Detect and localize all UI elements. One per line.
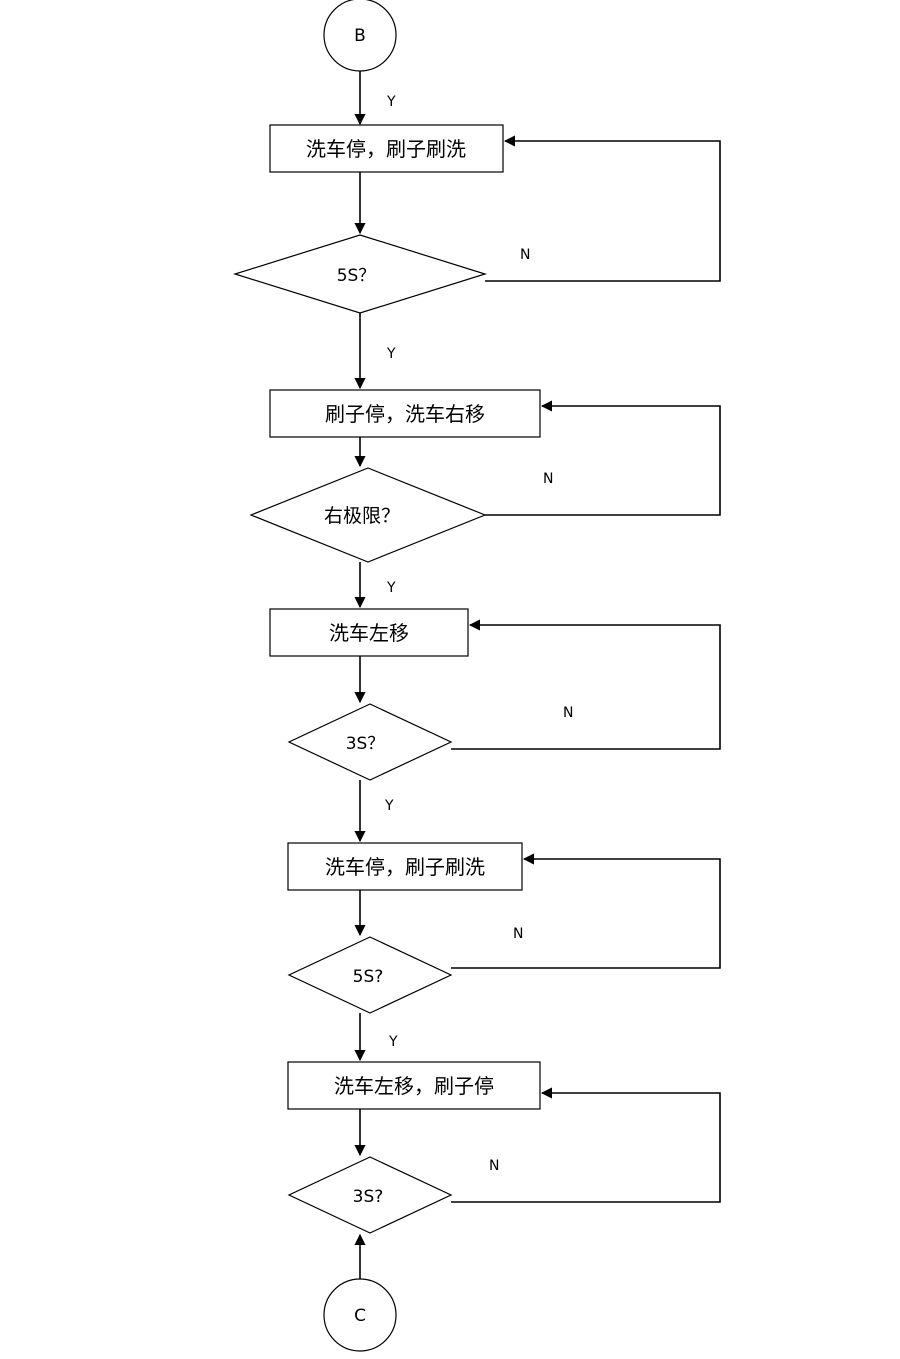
decision-5-no-label: N (489, 1158, 499, 1174)
process-step-1: 洗车停，刷子刷洗 (269, 124, 504, 173)
process-step-4-label: 洗车停，刷子刷洗 (325, 855, 485, 879)
decision-3-yes-label: Y (384, 798, 394, 814)
loop-2-no-path (485, 400, 721, 516)
process-step-3-label: 洗车左移 (329, 621, 409, 645)
decision-1-no-label: N (520, 247, 530, 263)
decision-2-yes-label: Y (386, 580, 396, 596)
decision-1-yes-label: Y (386, 346, 396, 362)
decision-1: 5S？ (232, 234, 488, 314)
process-step-4: 洗车停，刷子刷洗 (287, 842, 523, 891)
decision-5: 3S? (287, 1156, 453, 1234)
loop-1-no-path (485, 135, 721, 282)
decision-1-label: 5S？ (337, 266, 376, 286)
process-step-3: 洗车左移 (269, 608, 469, 657)
process-step-2: 刷子停，洗车右移 (269, 389, 541, 438)
decision-5-label: 3S? (353, 1187, 384, 1207)
connector-c-label: C (354, 1306, 366, 1326)
decision-3-label: 3S？ (346, 734, 385, 754)
connector-b-label: B (354, 26, 366, 46)
decision-3: 3S？ (287, 703, 453, 781)
connector-c: C (323, 1278, 397, 1352)
process-step-5: 洗车左移，刷子停 (287, 1061, 541, 1110)
loop-5-no-path (451, 1087, 721, 1203)
decision-4-no-label: N (513, 926, 523, 942)
decision-2-label: 右极限？ (324, 505, 400, 527)
process-step-1-label: 洗车停，刷子刷洗 (306, 137, 466, 161)
entry-yes-label: Y (386, 94, 396, 110)
process-step-5-label: 洗车左移，刷子停 (334, 1074, 494, 1098)
decision-4-yes-label: Y (388, 1034, 398, 1050)
loop-3-no-path (451, 619, 721, 750)
loop-4-no-path (451, 853, 721, 969)
decision-4-label: 5S? (353, 967, 384, 987)
decision-4: 5S? (287, 936, 453, 1014)
process-step-2-label: 刷子停，洗车右移 (325, 402, 485, 426)
connector-b: B (323, 0, 397, 72)
decision-3-no-label: N (563, 705, 573, 721)
decision-2-no-label: N (543, 471, 553, 487)
decision-2: 右极限？ (249, 467, 487, 563)
